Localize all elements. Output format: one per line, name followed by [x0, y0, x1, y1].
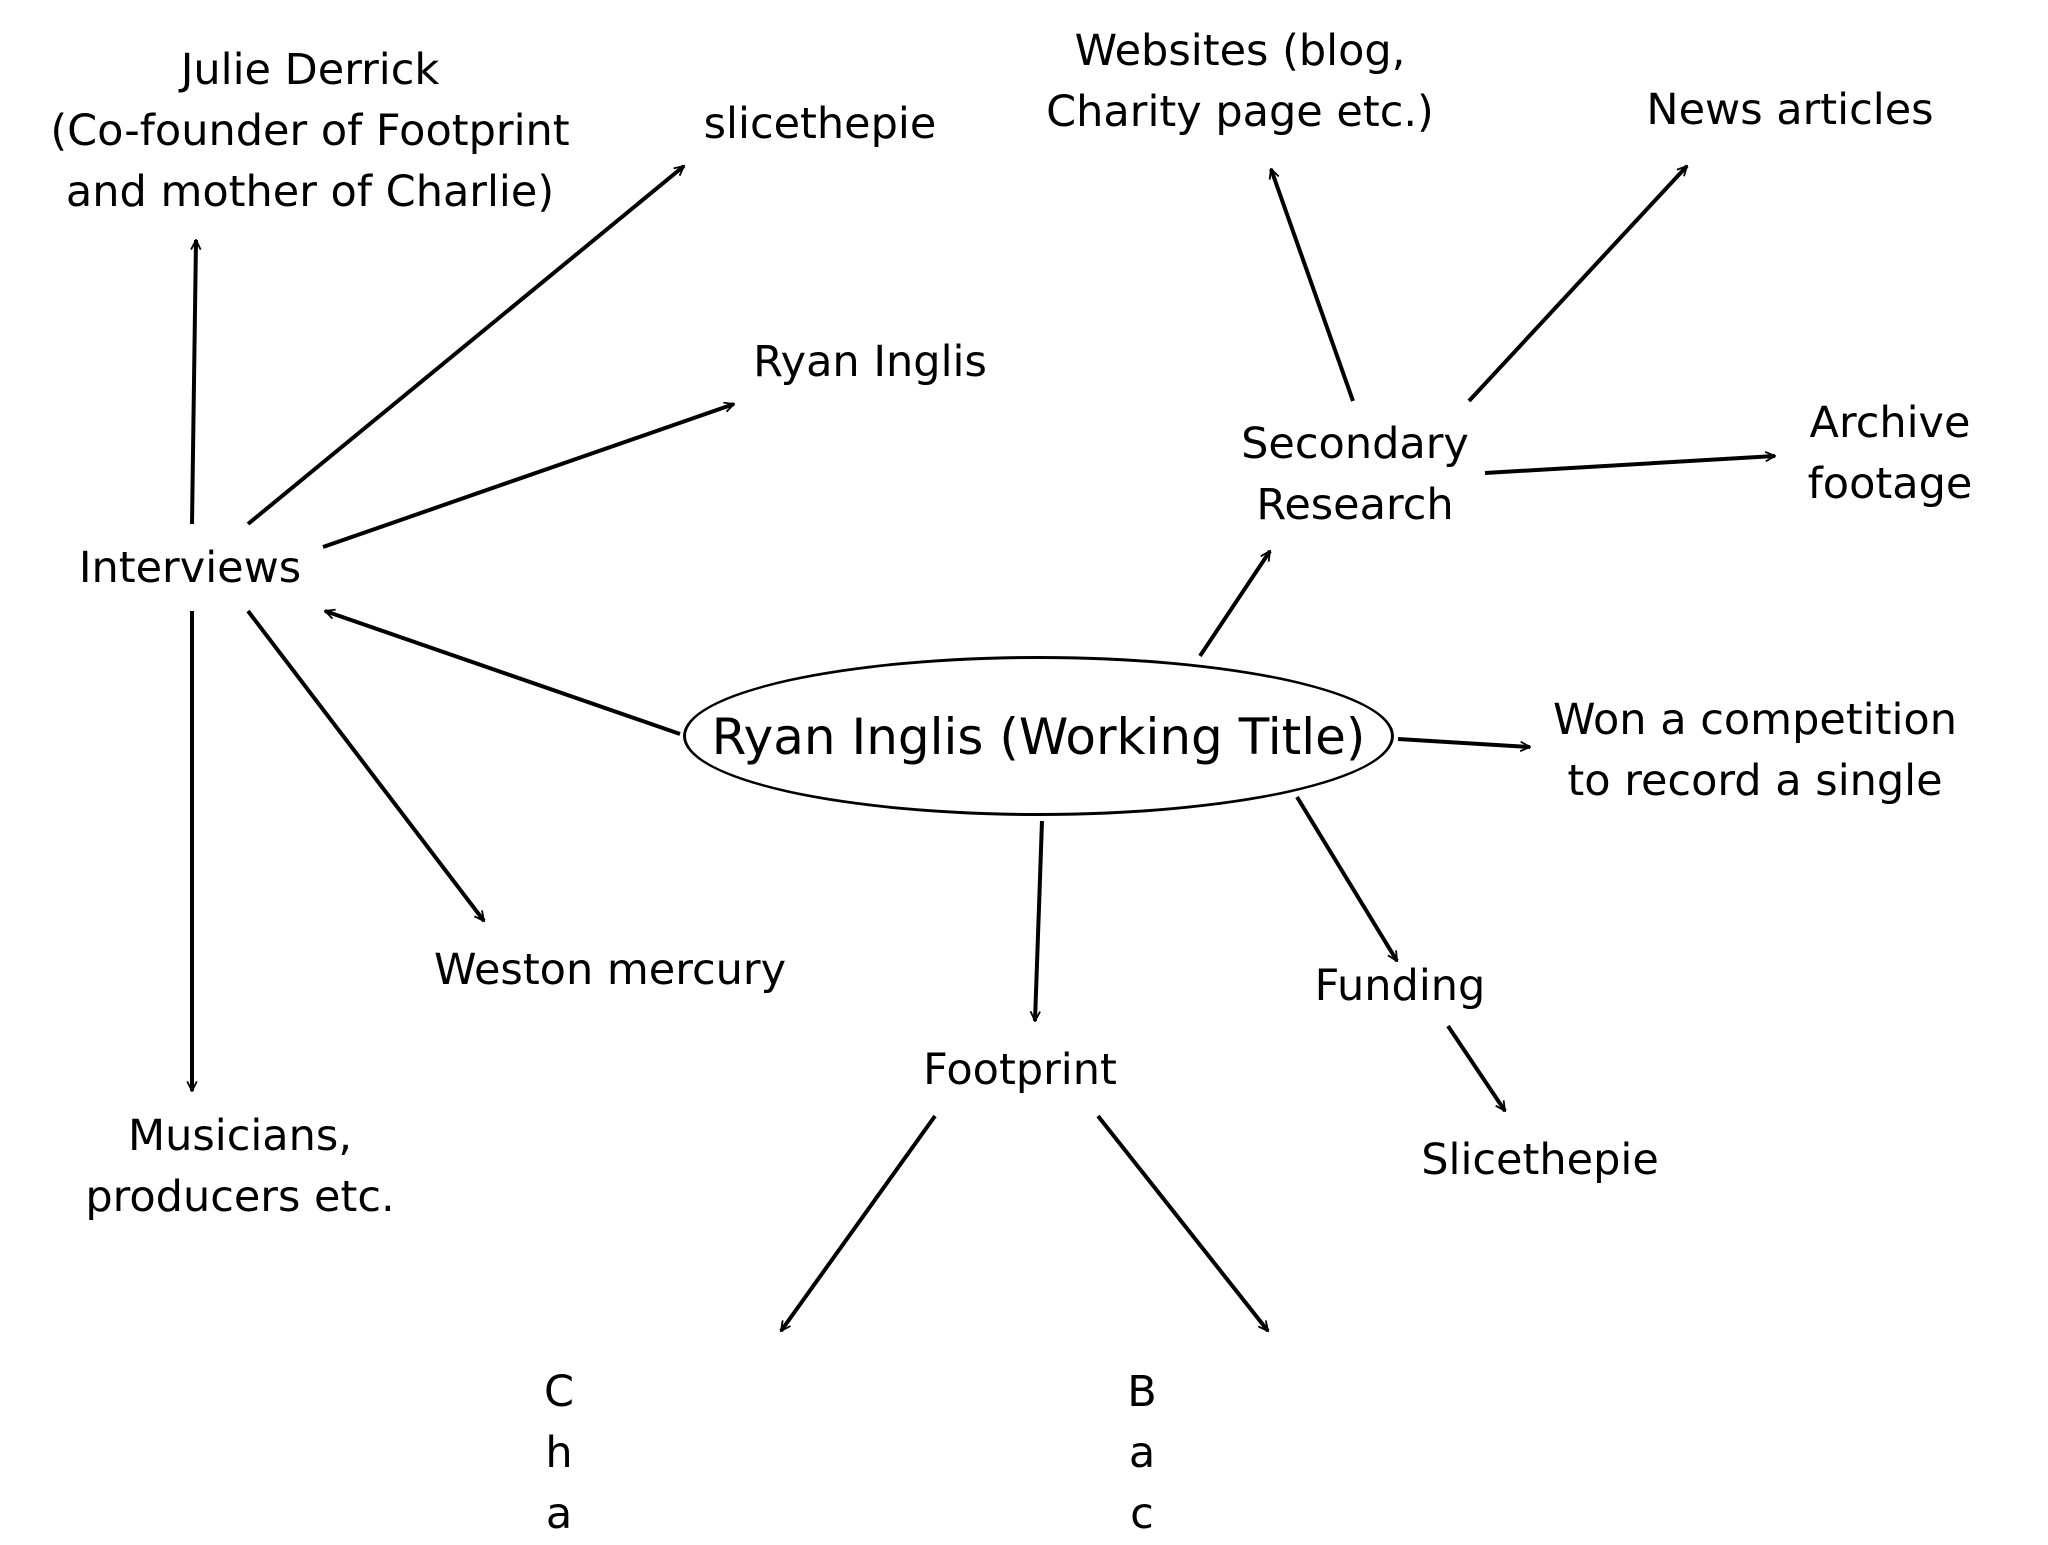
node-websites-line-2: Charity page etc.)	[1046, 87, 1434, 137]
edge-center-funding	[1295, 795, 1399, 961]
edge-center-secondary-research	[1198, 551, 1272, 658]
node-competition-line-2: to record a single	[1567, 756, 1943, 806]
node-archive-footage-line-1: Archive	[1809, 398, 1971, 448]
node-julie-derrick-line-3: and mother of Charlie)	[65, 167, 555, 217]
edge-secondary-research-archive-footage	[1484, 456, 1775, 475]
central-node-label: Ryan Inglis (Working Title)	[711, 708, 1366, 766]
edge-interviews-ryan-inglis	[322, 404, 734, 549]
edge-funding-slicethepie	[1446, 1024, 1507, 1111]
node-competition: Won a competition to record a single	[1525, 690, 1985, 812]
vertical-letter: a	[545, 1489, 573, 1539]
node-secondary-research: Secondary Research	[1205, 414, 1505, 536]
node-ryan-inglis: Ryan Inglis	[753, 337, 987, 387]
node-funding: Funding	[1314, 961, 1486, 1011]
node-musicians: Musicians, producers etc.	[60, 1106, 420, 1228]
node-websites: Websites (blog, Charity page etc.)	[1020, 21, 1460, 143]
edge-interviews-julie-derrick	[190, 240, 196, 525]
vertical-letter: h	[545, 1428, 573, 1478]
node-musicians-line-1: Musicians,	[128, 1111, 352, 1161]
edge-secondary-research-websites	[1271, 169, 1355, 402]
edge-center-competition	[1397, 737, 1530, 747]
edge-footprint-right	[1096, 1114, 1270, 1331]
node-julie-derrick-line-1: Julie Derrick	[180, 45, 440, 95]
node-weston-mercury: Weston mercury	[433, 945, 787, 995]
node-interviews: Interviews	[78, 543, 302, 593]
edge-footprint-left	[779, 1114, 937, 1331]
node-footprint: Footprint	[923, 1045, 1117, 1095]
edge-center-interviews	[325, 611, 681, 736]
vertical-letter: B	[1127, 1367, 1157, 1417]
node-websites-line-1: Websites (blog,	[1074, 26, 1406, 76]
vertical-letter: a	[1128, 1428, 1156, 1478]
node-julie-derrick-line-2: (Co-founder of Footprint	[50, 106, 570, 156]
node-slicethepie: slicethepie	[703, 99, 937, 149]
node-secondary-research-line-2: Research	[1256, 480, 1454, 530]
node-julie-derrick: Julie Derrick (Co-founder of Footprint a…	[30, 40, 590, 223]
node-footprint-right-vertical: B a c	[1112, 1362, 1172, 1545]
vertical-letter: c	[1130, 1489, 1154, 1539]
central-node-ellipse	[683, 656, 1394, 816]
node-archive-footage-line-2: footage	[1807, 459, 1973, 509]
node-news-articles: News articles	[1646, 85, 1934, 135]
node-footprint-left-vertical: C h a	[529, 1362, 589, 1545]
vertical-letter: C	[543, 1367, 575, 1417]
edge-interviews-weston-mercury	[246, 609, 486, 921]
edge-secondary-research-news-articles	[1467, 166, 1689, 403]
node-competition-line-1: Won a competition	[1552, 695, 1957, 745]
node-slicethepie-funding: Slicethepie	[1421, 1135, 1659, 1185]
node-musicians-line-2: producers etc.	[85, 1172, 395, 1222]
node-archive-footage: Archive footage	[1755, 393, 2025, 515]
edge-center-footprint	[1035, 820, 1044, 1021]
edge-interviews-slicethepie	[246, 164, 684, 526]
node-secondary-research-line-1: Secondary	[1241, 419, 1469, 469]
